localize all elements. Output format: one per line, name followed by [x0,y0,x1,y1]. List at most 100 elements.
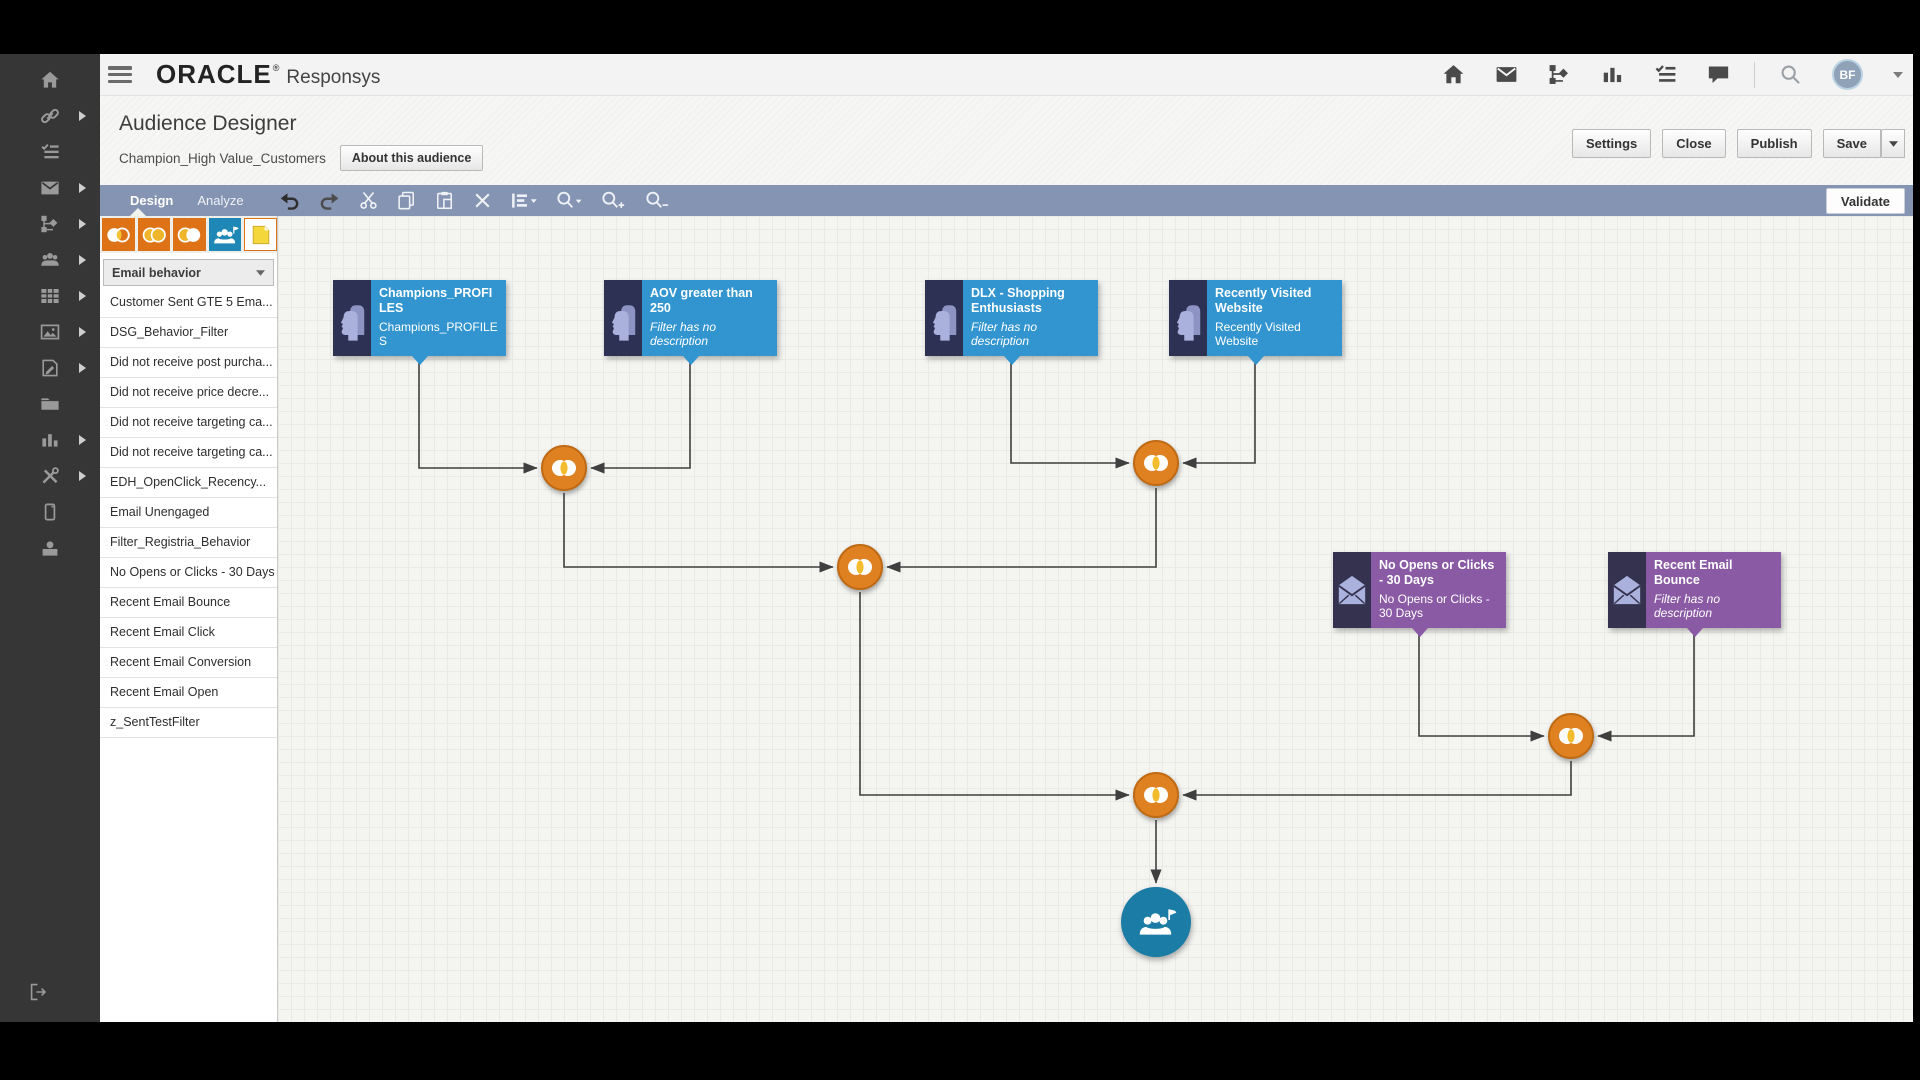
filter-list-item[interactable]: Did not receive post purcha... [100,348,277,378]
filter-list-item[interactable]: Did not receive targeting ca... [100,408,277,438]
envelope-icon [1333,552,1371,628]
filter-list-item[interactable]: Customer Sent GTE 5 Ema... [100,288,277,318]
venn-intersect-icon [1141,785,1171,805]
active-tab-notch [130,208,146,216]
tasks-icon[interactable] [1654,63,1677,86]
sidebar-item-mobile[interactable] [0,494,100,530]
filter-list-item[interactable]: Recent Email Bounce [100,588,277,618]
filter-node-champions[interactable]: Champions_PROFILESChampions_PROFILES [333,280,506,356]
sidebar-item-reports[interactable] [0,422,100,458]
redo-button[interactable] [318,190,341,212]
sidebar-item-audiences[interactable] [0,242,100,278]
palette-note[interactable] [244,218,277,251]
home-icon[interactable] [1442,63,1465,86]
delete-button[interactable] [472,190,493,212]
sidebar-item-images[interactable] [0,314,100,350]
tab-design[interactable]: Design [118,185,185,216]
intersect-node-join-a[interactable] [541,445,587,491]
home-icon [40,70,60,90]
filter-list-item[interactable]: Did not receive price decre... [100,378,277,408]
publish-button[interactable]: Publish [1737,129,1812,158]
filter-list-item[interactable]: Did not receive targeting ca... [100,438,277,468]
avatar[interactable]: BF [1832,59,1863,90]
sidebar-item-folders[interactable] [0,386,100,422]
zoom-in-button[interactable] [600,190,626,212]
flyout-arrow-icon [79,111,86,121]
logout-button[interactable] [0,982,100,1002]
program-icon[interactable] [1548,63,1571,86]
intersect-node-join-c[interactable] [837,544,883,590]
filter-list-item[interactable]: No Opens or Clicks - 30 Days [100,558,277,588]
profiles-icon [1169,280,1207,356]
copy-button[interactable] [396,190,417,212]
flyout-arrow-icon [79,255,86,265]
filter-node-dlx[interactable]: DLX - Shopping EnthusiastsFilter has no … [925,280,1098,356]
connector-edge [1183,761,1571,795]
account-caret-icon[interactable] [1893,72,1903,78]
palette-intersect-filter[interactable] [102,218,135,251]
about-audience-button[interactable]: About this audience [340,145,483,171]
zoom-menu-button[interactable] [555,190,583,212]
hamburger-menu-icon[interactable] [108,66,132,83]
settings-button[interactable]: Settings [1572,129,1651,158]
node-tail [1687,628,1703,637]
sidebar-item-tables[interactable] [0,278,100,314]
save-button[interactable]: Save [1823,129,1881,158]
filter-panel: Email behavior Customer Sent GTE 5 Ema..… [100,216,278,1022]
filter-list-item[interactable]: Recent Email Click [100,618,277,648]
venn-intersect-icon [845,557,875,577]
filter-list-item[interactable]: DSG_Behavior_Filter [100,318,277,348]
header-icon-bar: BF [1442,59,1903,90]
tasks-icon [40,142,60,162]
sidebar-item-home[interactable] [0,62,100,98]
filter-node-no-opens[interactable]: No Opens or Clicks - 30 DaysNo Opens or … [1333,552,1506,628]
intersect-node-join-e[interactable] [1133,772,1179,818]
filter-list-item[interactable]: z_SentTestFilter [100,708,277,738]
node-tail [1412,628,1428,637]
node-subtitle: No Opens or Clicks - 30 Days [1379,592,1499,620]
palette-exclude-filter[interactable] [173,218,206,251]
palette-union-filter[interactable] [138,218,171,251]
zoom-out-button[interactable] [644,190,670,212]
design-toolbar: Design Analyze Validate [100,185,1913,216]
filter-node-bounce[interactable]: Recent Email BounceFilter has no descrip… [1608,552,1781,628]
filter-category-label: Email behavior [112,266,201,280]
filter-list-item[interactable]: Filter_Registria_Behavior [100,528,277,558]
palette-audience[interactable] [209,218,242,251]
filter-category-select[interactable]: Email behavior [103,259,274,286]
arrange-button[interactable] [510,190,538,212]
sidebar-item-tasks[interactable] [0,134,100,170]
cut-button[interactable] [358,190,379,212]
filter-list-item[interactable]: EDH_OpenClick_Recency... [100,468,277,498]
email-icon[interactable] [1495,63,1518,86]
undo-button[interactable] [278,190,301,212]
intersect-node-join-b[interactable] [1133,440,1179,486]
audience-result-node[interactable] [1121,887,1191,957]
close-button[interactable]: Close [1662,129,1725,158]
filter-list-item[interactable]: Recent Email Conversion [100,648,277,678]
sidebar-item-program[interactable] [0,206,100,242]
sidebar-item-account[interactable] [0,530,100,566]
chat-icon[interactable] [1707,63,1730,86]
filter-node-recently-visited[interactable]: Recently Visited WebsiteRecently Visited… [1169,280,1342,356]
oracle-wordmark: ORACLE [156,59,272,90]
tab-analyze[interactable]: Analyze [185,185,255,216]
intersect-node-join-d[interactable] [1548,713,1594,759]
sidebar-item-email[interactable] [0,170,100,206]
notes-icon [40,358,60,378]
reports-icon[interactable] [1601,63,1624,86]
design-canvas[interactable]: Champions_PROFILESChampions_PROFILES AOV … [278,216,1913,1022]
paste-button[interactable] [434,190,455,212]
search-icon[interactable] [1779,63,1802,86]
sidebar-item-tools[interactable] [0,458,100,494]
node-subtitle: Filter has no description [971,320,1091,348]
validate-button[interactable]: Validate [1826,188,1905,214]
filter-node-aov[interactable]: AOV greater than 250Filter has no descri… [604,280,777,356]
sidebar-item-link[interactable] [0,98,100,134]
filter-list-item[interactable]: Recent Email Open [100,678,277,708]
node-subtitle: Filter has no description [650,320,770,348]
sidebar-item-notes[interactable] [0,350,100,386]
save-dropdown-button[interactable] [1881,129,1905,158]
profiles-icon [925,280,963,356]
filter-list-item[interactable]: Email Unengaged [100,498,277,528]
